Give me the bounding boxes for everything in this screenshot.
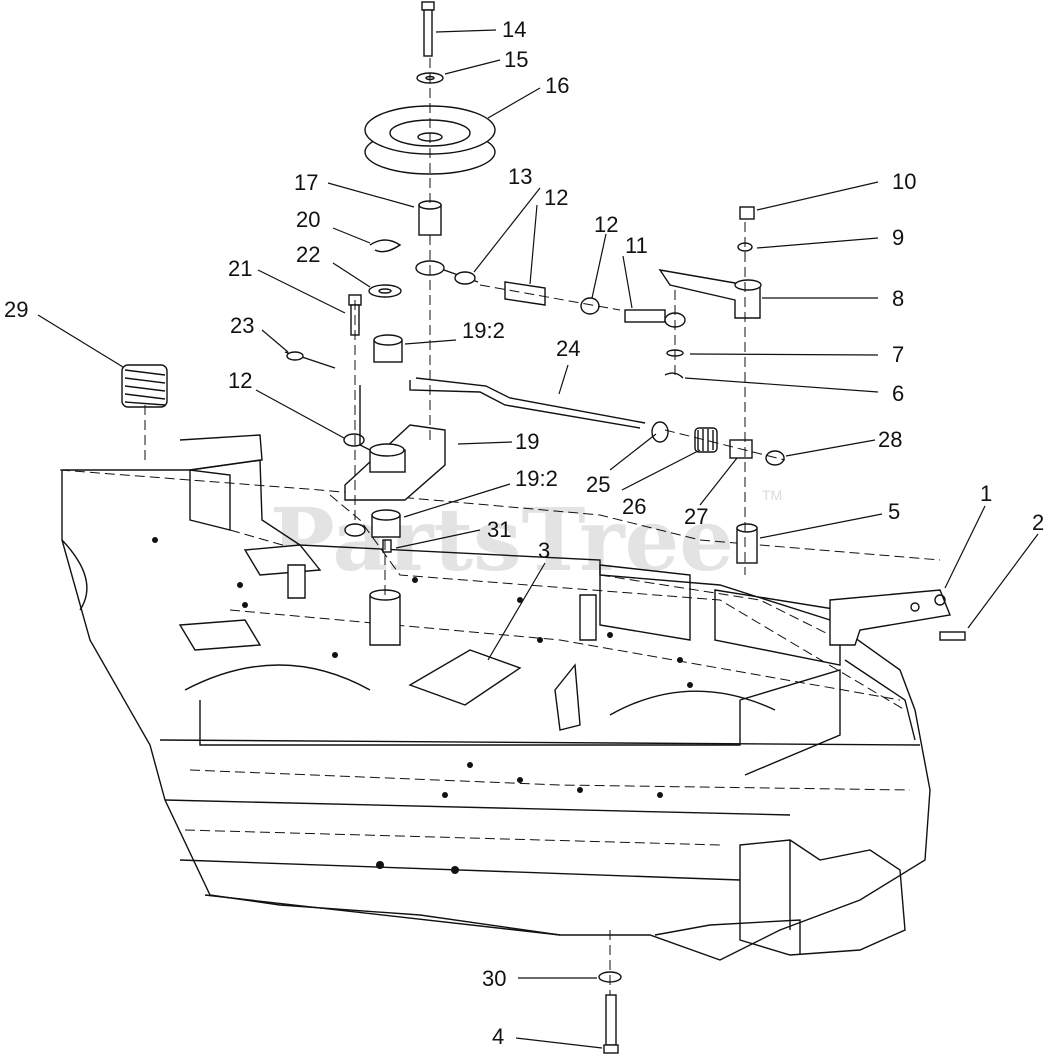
callout-28: 28 [878, 427, 902, 452]
watermark-tm: TM [762, 487, 782, 503]
callout-31: 31 [487, 517, 511, 542]
callout-7: 7 [892, 342, 904, 367]
callout-1: 1 [980, 481, 992, 506]
callout-2: 2 [1032, 510, 1044, 535]
callout-19-2-top: 19:2 [462, 318, 505, 343]
callout-15: 14 [502, 17, 526, 42]
callout-25: 25 [586, 472, 610, 497]
callout-27: 27 [684, 504, 708, 529]
callout-26: 26 [622, 494, 646, 519]
callout-29: 29 [4, 297, 28, 322]
callout-3: 3 [538, 538, 550, 563]
callout-18: 17 [294, 170, 318, 195]
callout-24: 24 [556, 336, 580, 361]
callout-22: 22 [296, 242, 320, 267]
idler-assembly [121, 1, 966, 1054]
callout-12-left: 12 [228, 368, 252, 393]
leader-lines [37, 29, 1039, 1049]
callout-17: 16 [545, 73, 569, 98]
callout-5: 5 [888, 499, 900, 524]
callout-6: 6 [892, 381, 904, 406]
callout-10: 10 [892, 169, 916, 194]
mower-deck [59, 434, 941, 961]
callout-30: 30 [482, 966, 506, 991]
callout-19: 19 [515, 429, 539, 454]
callout-11: 11 [625, 233, 648, 258]
callout-14: 13 [508, 164, 532, 189]
callout-16: 15 [504, 47, 528, 72]
watermark: PartsTree [270, 490, 734, 591]
callout-4: 4 [492, 1024, 504, 1049]
callout-23: 23 [230, 313, 254, 338]
callout-20: 20 [296, 207, 320, 232]
callout-labels: 14 15 16 17 13 12 20 12 22 11 21 19:2 23… [4, 17, 1044, 1049]
callout-9: 9 [892, 225, 904, 250]
callout-13: 12 [544, 185, 568, 210]
callout-21: 21 [228, 256, 252, 281]
callout-19-2-lower: 19:2 [515, 466, 558, 491]
callout-12-right: 12 [594, 212, 618, 237]
callout-8: 8 [892, 286, 904, 311]
